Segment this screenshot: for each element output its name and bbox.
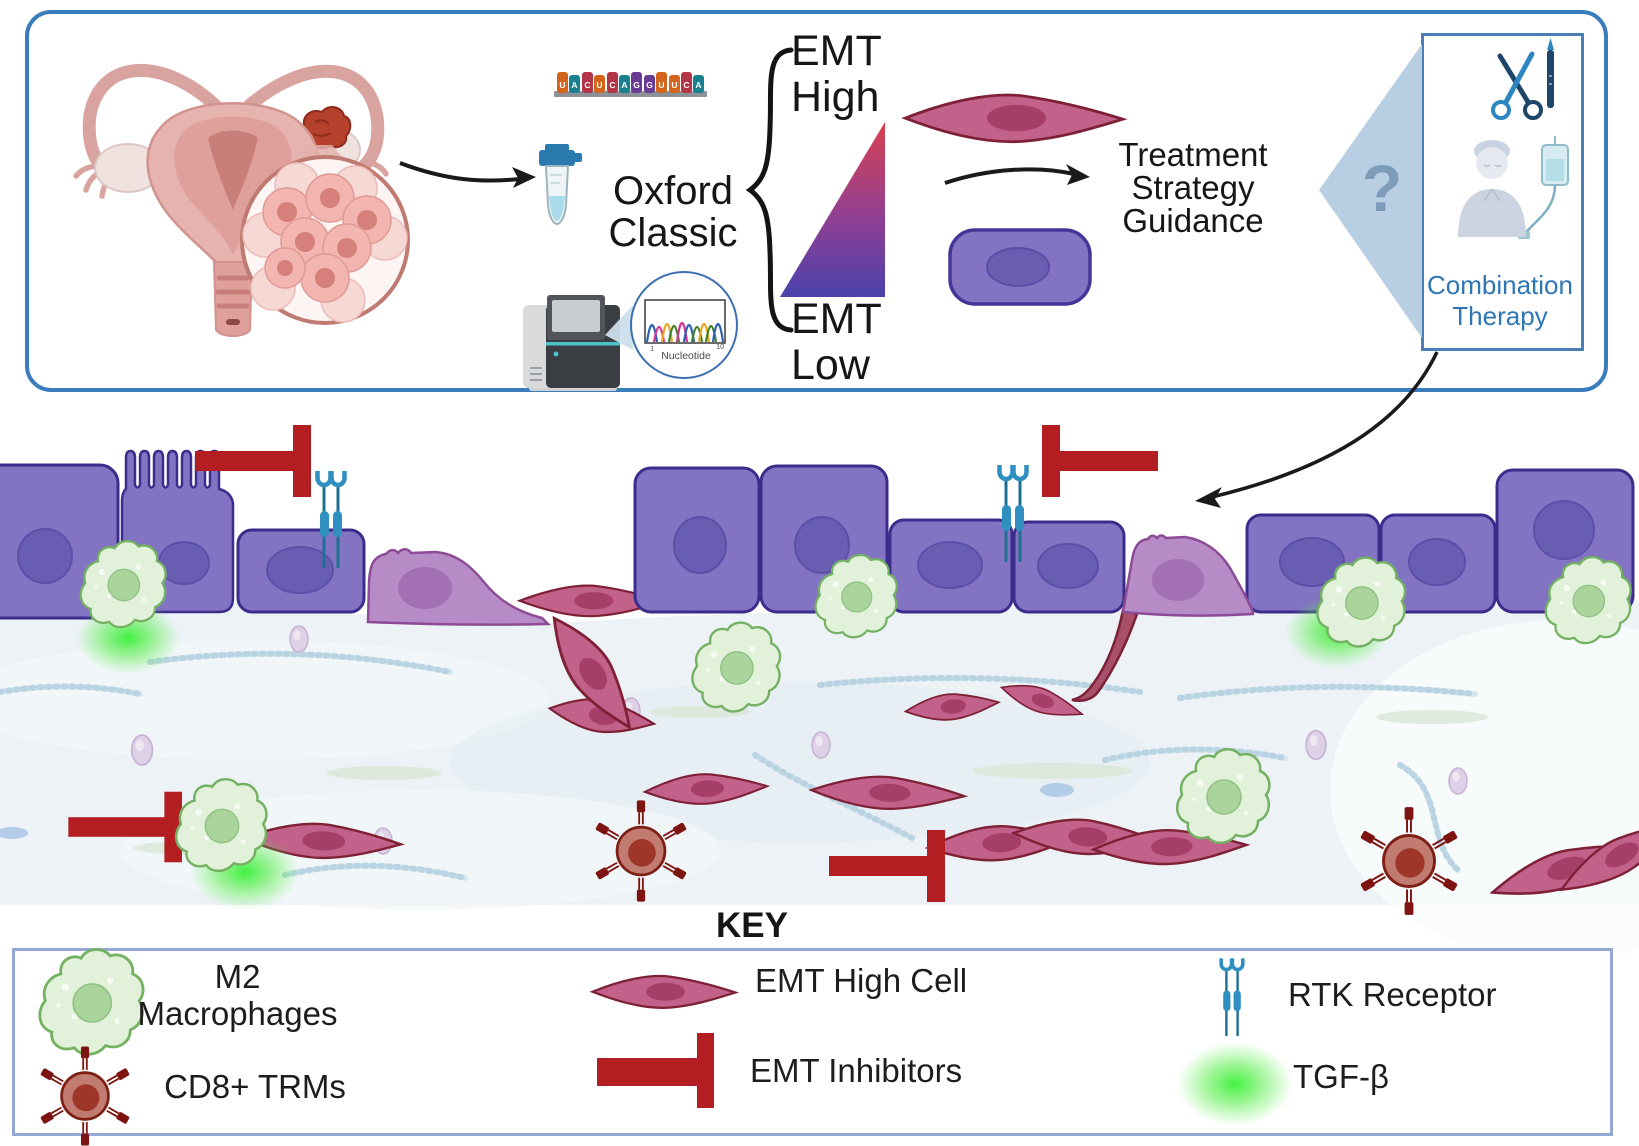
key-legend-box: [12, 948, 1613, 1136]
chromatogram-wedge: [605, 305, 633, 350]
chromatogram-xlabel: Nucleotide: [661, 350, 711, 362]
brace: [745, 47, 794, 333]
key-title: KEY: [716, 906, 788, 945]
chromatogram: 1 10 Nucleotide: [630, 271, 738, 379]
rna-base: C: [609, 80, 615, 90]
rna-base: A: [571, 80, 577, 90]
arrow-to-treatment: [944, 164, 1090, 185]
emt-inhibitor-tbar: [1042, 425, 1158, 497]
sample-tube-icon: [539, 144, 582, 226]
question-diamond: [1319, 44, 1422, 338]
partial-emt-cell: [366, 548, 551, 626]
partial-emt-cell: [1071, 534, 1255, 702]
emt-inhibitor-icon: [597, 1033, 714, 1108]
rna-base: G: [646, 80, 653, 90]
arrow-to-sample: [399, 161, 536, 188]
rna-base: U: [596, 80, 602, 90]
m2-macrophage-icon: [38, 948, 145, 1056]
rtk-receptor-icon: [1219, 956, 1245, 1038]
combination-therapy-label: Combination Therapy: [1427, 270, 1573, 331]
rna-base: G: [633, 80, 640, 90]
chemotherapy-patient-icon: [1458, 136, 1569, 239]
tumor-cells-cluster: [242, 162, 408, 323]
arrow-combination-to-tissue: [1195, 351, 1439, 508]
surgery-icon: [1491, 38, 1554, 120]
key-label-rtk-receptor: RTK Receptor: [1288, 976, 1497, 1013]
emt-high-cell-icon: [591, 974, 737, 1010]
rna-base: C: [683, 80, 689, 90]
workflow-artwork: U A C U C A G G U U C A: [73, 38, 1569, 391]
chromatogram-tick-first: 1: [650, 344, 654, 353]
rna-base: A: [621, 80, 627, 90]
cd8-trm-icon: [40, 1047, 130, 1146]
key-label-cd8-trms: CD8+ TRMs: [164, 1068, 346, 1105]
emt-high-cell-illustration: [901, 93, 1128, 144]
tumor-microenvironment-artwork: [0, 351, 1639, 960]
emt-low-cell-illustration: [948, 228, 1092, 306]
key-label-emt-inhibitors: EMT Inhibitors: [750, 1052, 963, 1089]
emt-low-label: EMT Low: [791, 295, 881, 389]
question-mark-label: ?: [1361, 151, 1403, 225]
key-label-tgf-beta: TGF-β: [1293, 1058, 1389, 1095]
rna-base: C: [584, 80, 590, 90]
treatment-strategy-label: Treatment Strategy Guidance: [1118, 136, 1268, 239]
rna-base: U: [658, 80, 664, 90]
tgf-beta-icon: [1177, 1042, 1293, 1126]
rna-base: U: [671, 80, 677, 90]
uterus-ovary-illustration: [73, 64, 410, 337]
collagen-fibers: [0, 650, 1478, 881]
emt-high-label: EMT High: [791, 27, 881, 121]
key-icons: [38, 948, 1293, 1146]
key-label-m2-macrophages: M2 Macrophages: [137, 958, 338, 1032]
emt-gradient-triangle: [780, 122, 885, 297]
chromatogram-tick-last: 10: [716, 342, 724, 351]
rna-base: U: [559, 80, 565, 90]
rna-base: A: [695, 80, 701, 90]
rna-sequence-strip: U A C U C A G G U U C A: [554, 72, 707, 97]
key-label-emt-high-cell: EMT High Cell: [755, 962, 968, 999]
oxford-classic-label: Oxford Classic: [608, 169, 738, 255]
sequencer-icon: [523, 295, 620, 391]
